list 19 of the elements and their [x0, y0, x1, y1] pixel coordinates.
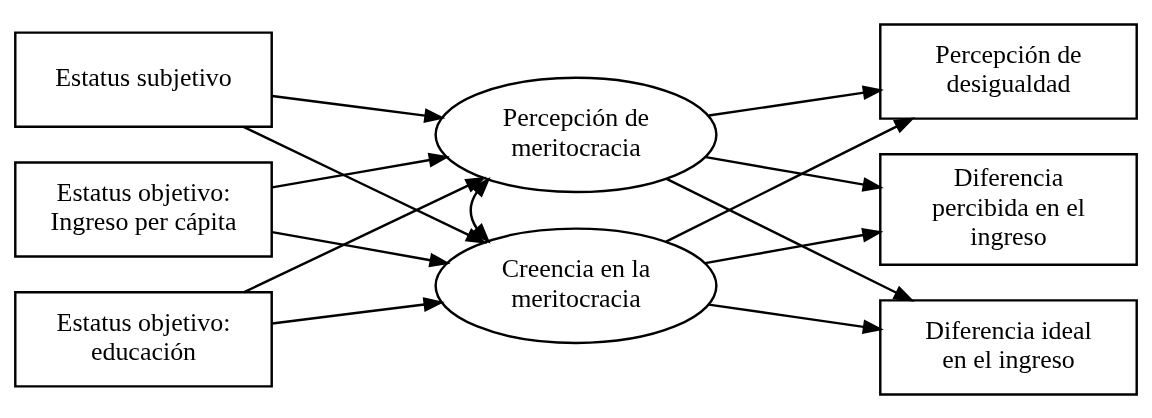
arrow	[708, 84, 884, 117]
arrow	[243, 125, 487, 244]
node-box: Percepción de desigualdad	[879, 22, 1138, 120]
node-box: Estatus objetivo: Ingreso per cápita	[14, 160, 273, 258]
node-box: Estatus objetivo: educación	[14, 290, 273, 388]
arrow	[708, 302, 884, 334]
node-box: Estatus subjetivo	[14, 30, 273, 128]
arrow	[469, 176, 491, 244]
arrow	[666, 177, 915, 302]
arrow	[243, 176, 487, 293]
arrow	[272, 94, 446, 123]
node-box: Diferencia percibida en el ingreso	[879, 152, 1138, 266]
node-box: Diferencia ideal en el ingreso	[879, 298, 1138, 396]
arrow	[271, 152, 450, 189]
arrow	[665, 116, 916, 243]
arrow	[705, 155, 884, 192]
arrow	[271, 230, 451, 267]
arrow	[272, 296, 445, 325]
arrow	[705, 227, 884, 264]
